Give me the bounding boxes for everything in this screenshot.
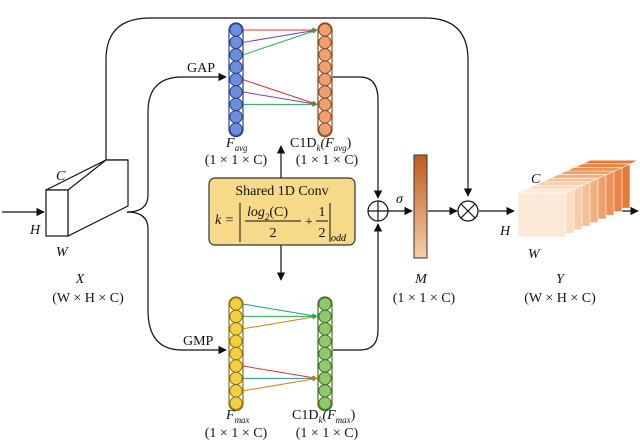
formula-den1: 2 bbox=[270, 226, 277, 241]
channel-node bbox=[229, 72, 243, 87]
channel-node bbox=[229, 309, 243, 324]
channel-node bbox=[318, 371, 332, 386]
output-name: Y bbox=[556, 272, 566, 287]
channel-node bbox=[318, 23, 332, 37]
f-max-dim: (1 × 1 × C) bbox=[205, 426, 268, 441]
conv-connection-arrow bbox=[242, 376, 318, 392]
conv-connection-arrow bbox=[242, 314, 318, 330]
output-h-label: H bbox=[499, 224, 511, 239]
y-slice-top bbox=[517, 188, 575, 194]
circle-times-icon bbox=[457, 200, 479, 222]
output-tensor-y bbox=[517, 159, 639, 238]
channel-node bbox=[229, 396, 243, 410]
conv-connection-arrow bbox=[242, 91, 318, 107]
f-avg-column bbox=[228, 22, 244, 138]
channel-node bbox=[229, 371, 243, 386]
channel-node bbox=[318, 35, 332, 50]
c1d-max-to-sum-wire bbox=[333, 223, 383, 351]
c1d-avg-to-sum-wire bbox=[333, 76, 383, 199]
channel-node bbox=[229, 384, 243, 398]
f-avg-dim: (1 × 1 × C) bbox=[205, 153, 268, 168]
output-c-label: C bbox=[531, 172, 541, 187]
input-h-label: H bbox=[29, 223, 41, 238]
c1d-avg-label: C1Dk(Favg) bbox=[290, 136, 352, 153]
formula-log: log2(C) bbox=[247, 205, 288, 222]
channel-node bbox=[318, 48, 332, 62]
channel-node bbox=[229, 322, 243, 336]
channel-node bbox=[318, 359, 332, 373]
channel-node bbox=[229, 346, 243, 361]
input-tensor-x bbox=[45, 159, 129, 237]
input-w-label: W bbox=[56, 245, 69, 260]
m-name: M bbox=[414, 272, 428, 287]
formula-plus: + bbox=[305, 215, 313, 230]
channel-node bbox=[318, 334, 332, 348]
conv-connections-bottom bbox=[242, 303, 318, 392]
branch-split-wire bbox=[126, 72, 227, 213]
circle-plus-icon bbox=[367, 200, 389, 222]
column-frame bbox=[317, 296, 333, 412]
f-avg-label: Favg bbox=[225, 136, 248, 153]
column-frame bbox=[317, 22, 333, 138]
f-max-label: Fmax bbox=[225, 408, 250, 425]
channel-node bbox=[229, 297, 243, 311]
input-name: X bbox=[75, 272, 85, 287]
c1d-avg-column bbox=[317, 22, 333, 138]
channel-node bbox=[229, 48, 243, 62]
c1d-max-label: C1Dk(Fmax) bbox=[292, 408, 356, 425]
f-max-column bbox=[228, 296, 244, 412]
formula-num2: 1 bbox=[319, 205, 326, 220]
conv-connection-arrow bbox=[242, 28, 318, 43]
channel-node bbox=[229, 23, 243, 37]
formula-k: k = bbox=[215, 213, 234, 228]
conv-connection-arrow bbox=[242, 365, 318, 381]
channel-node bbox=[229, 85, 243, 99]
channel-node bbox=[318, 85, 332, 99]
branch-split-wire-lower bbox=[126, 211, 227, 355]
channel-node bbox=[318, 72, 332, 87]
attention-weights-m bbox=[413, 154, 428, 259]
kernel-size-formula: k = log2(C) 2 + 1 2 odd bbox=[215, 203, 347, 244]
channel-node bbox=[318, 346, 332, 361]
skip-connection-wire bbox=[105, 17, 473, 197]
c1d-max-dim: (1 × 1 × C) bbox=[296, 426, 359, 441]
channel-node bbox=[229, 334, 243, 348]
shared-conv-title: Shared 1D Conv bbox=[235, 184, 328, 199]
column-frame bbox=[228, 296, 244, 412]
channel-node bbox=[229, 97, 243, 112]
shared-conv-box bbox=[208, 177, 356, 246]
channel-node bbox=[318, 396, 332, 410]
channel-node bbox=[318, 122, 332, 136]
conv-connections-top bbox=[242, 27, 318, 107]
formula-odd: odd bbox=[331, 233, 347, 244]
input-dim: (W × H × C) bbox=[52, 291, 124, 306]
c1d-max-column bbox=[317, 296, 333, 412]
channel-node bbox=[318, 309, 332, 324]
channel-node bbox=[229, 122, 243, 136]
channel-node bbox=[318, 97, 332, 112]
output-w-label: W bbox=[528, 247, 541, 262]
channel-node bbox=[318, 297, 332, 311]
sigma-label: σ bbox=[396, 192, 404, 207]
channel-node bbox=[318, 384, 332, 398]
channel-node bbox=[229, 60, 243, 74]
input-c-label: C bbox=[56, 169, 66, 184]
channel-node bbox=[229, 110, 243, 124]
gmp-label: GMP bbox=[183, 334, 214, 349]
channel-node bbox=[229, 35, 243, 50]
conv-connection-arrow bbox=[242, 79, 318, 106]
channel-node bbox=[318, 110, 332, 124]
conv-connection-arrow bbox=[242, 303, 318, 319]
gap-label: GAP bbox=[187, 61, 215, 76]
output-dim: (W × H × C) bbox=[524, 291, 596, 306]
channel-node bbox=[318, 322, 332, 336]
m-dim: (1 × 1 × C) bbox=[393, 291, 456, 306]
conv-connection-arrow bbox=[242, 29, 318, 56]
channel-node bbox=[229, 359, 243, 373]
formula-den2: 2 bbox=[319, 226, 326, 241]
y-slice bbox=[517, 192, 567, 238]
c1d-avg-dim: (1 × 1 × C) bbox=[296, 153, 359, 168]
channel-node bbox=[318, 60, 332, 74]
